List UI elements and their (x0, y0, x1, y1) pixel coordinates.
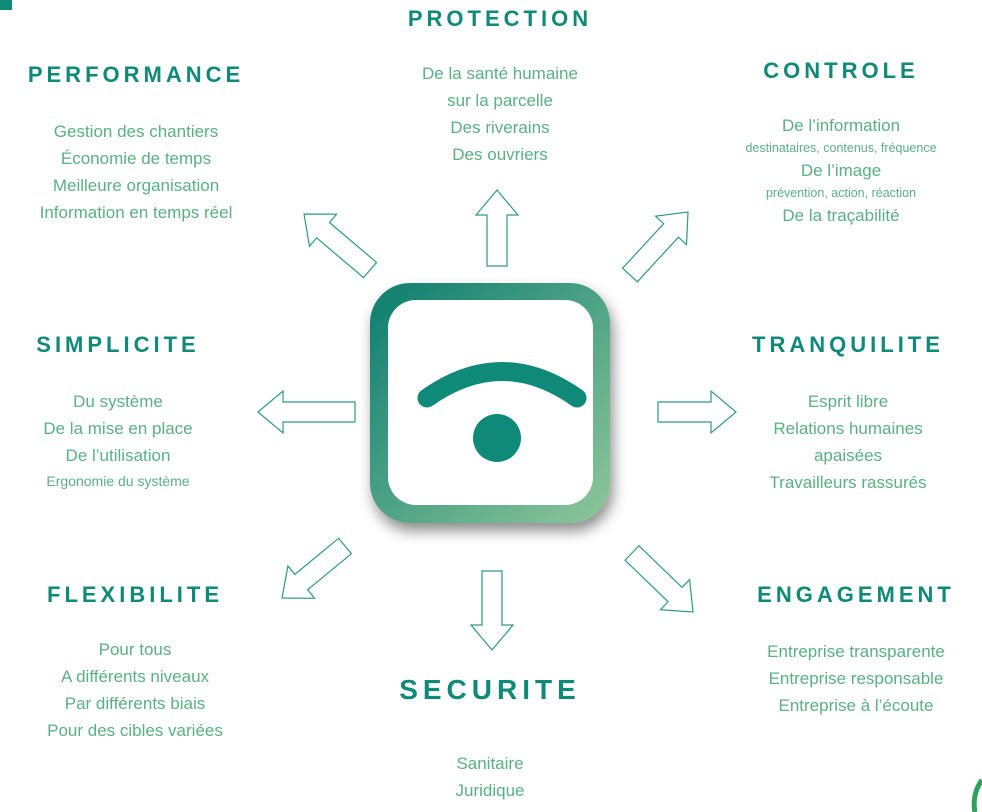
performance-line: Gestion des chantiers (53, 122, 219, 141)
controle-title: CONTROLE (763, 58, 919, 83)
tranquilite-line: apaisées (813, 446, 883, 465)
securite-line: Juridique (455, 781, 525, 800)
securite-title: SECURITE (399, 674, 581, 705)
arrow-down-icon (469, 570, 515, 651)
center-wifi-icon-tile (370, 283, 610, 523)
securite-line: Sanitaire (456, 754, 524, 773)
tranquilite-title: TRANQUILITE (752, 332, 944, 357)
protection-title: PROTECTION (407, 6, 593, 31)
simplicite-line: Ergonomie du système (46, 473, 190, 489)
controle-subline: prévention, action, réaction (765, 186, 917, 200)
engagement-title: ENGAGEMENT (757, 582, 955, 607)
flexibilite-line: Par différents biais (64, 694, 206, 713)
controle-subline: destinataires, contenus, fréquence (745, 141, 937, 155)
arrow-up-right-icon (621, 211, 689, 283)
engagement-line: Entreprise responsable (768, 669, 944, 688)
section-controle: CONTROLE De l’information destinataires,… (700, 58, 982, 229)
wifi-dot-icon (473, 414, 521, 462)
tranquilite-line: Esprit libre (807, 392, 889, 411)
performance-line: Information en temps réel (39, 203, 233, 222)
controle-line: De l’information (781, 116, 901, 135)
arrow-up-left-icon (303, 213, 378, 279)
protection-line: De la santé humaine (422, 64, 578, 83)
arrow-up-icon (474, 189, 520, 267)
flexibilite-title: FLEXIBILITE (47, 582, 223, 607)
corner-decoration (0, 0, 12, 10)
controle-line: De l’image (800, 161, 882, 180)
section-flexibilite: FLEXIBILITE Pour tous A différents nivea… (0, 582, 270, 744)
arrow-down-left-icon (281, 537, 353, 599)
section-engagement: ENGAGEMENT Entreprise transparente Entre… (730, 582, 982, 719)
engagement-line: Entreprise transparente (767, 642, 945, 661)
controle-line: De la traçabilité (782, 206, 900, 225)
section-securite: SECURITE Sanitaire Juridique (360, 674, 620, 804)
protection-line: sur la parcelle (447, 91, 553, 110)
simplicite-title: SIMPLICITE (36, 332, 200, 357)
section-simplicite: SIMPLICITE Du système De la mise en plac… (0, 332, 236, 493)
performance-line: Économie de temps (60, 149, 212, 168)
flexibilite-line: Pour des cibles variées (47, 721, 223, 740)
flexibilite-line: Pour tous (98, 640, 172, 659)
performance-line: Meilleure organisation (52, 176, 220, 195)
arrow-left-icon (257, 389, 356, 435)
tranquilite-line: Relations humaines (773, 419, 923, 438)
arrow-down-right-icon (624, 544, 694, 613)
simplicite-line: De la mise en place (43, 419, 193, 438)
protection-line: Des riverains (450, 118, 550, 137)
flexibilite-line: A différents niveaux (60, 667, 210, 686)
performance-title: PERFORMANCE (27, 62, 245, 87)
simplicite-line: De l’utilisation (65, 446, 171, 465)
wifi-signal-icon (417, 362, 587, 408)
section-tranquilite: TRANQUILITE Esprit libre Relations humai… (714, 332, 982, 496)
arrow-right-icon (657, 389, 737, 435)
section-performance: PERFORMANCE Gestion des chantiers Économ… (0, 62, 272, 226)
section-protection: PROTECTION De la santé humaine sur la pa… (350, 6, 650, 168)
tranquilite-line: Travailleurs rassurés (769, 473, 927, 492)
simplicite-line: Du système (73, 392, 163, 411)
engagement-line: Entreprise à l’écoute (778, 696, 934, 715)
protection-line: Des ouvriers (452, 145, 548, 164)
